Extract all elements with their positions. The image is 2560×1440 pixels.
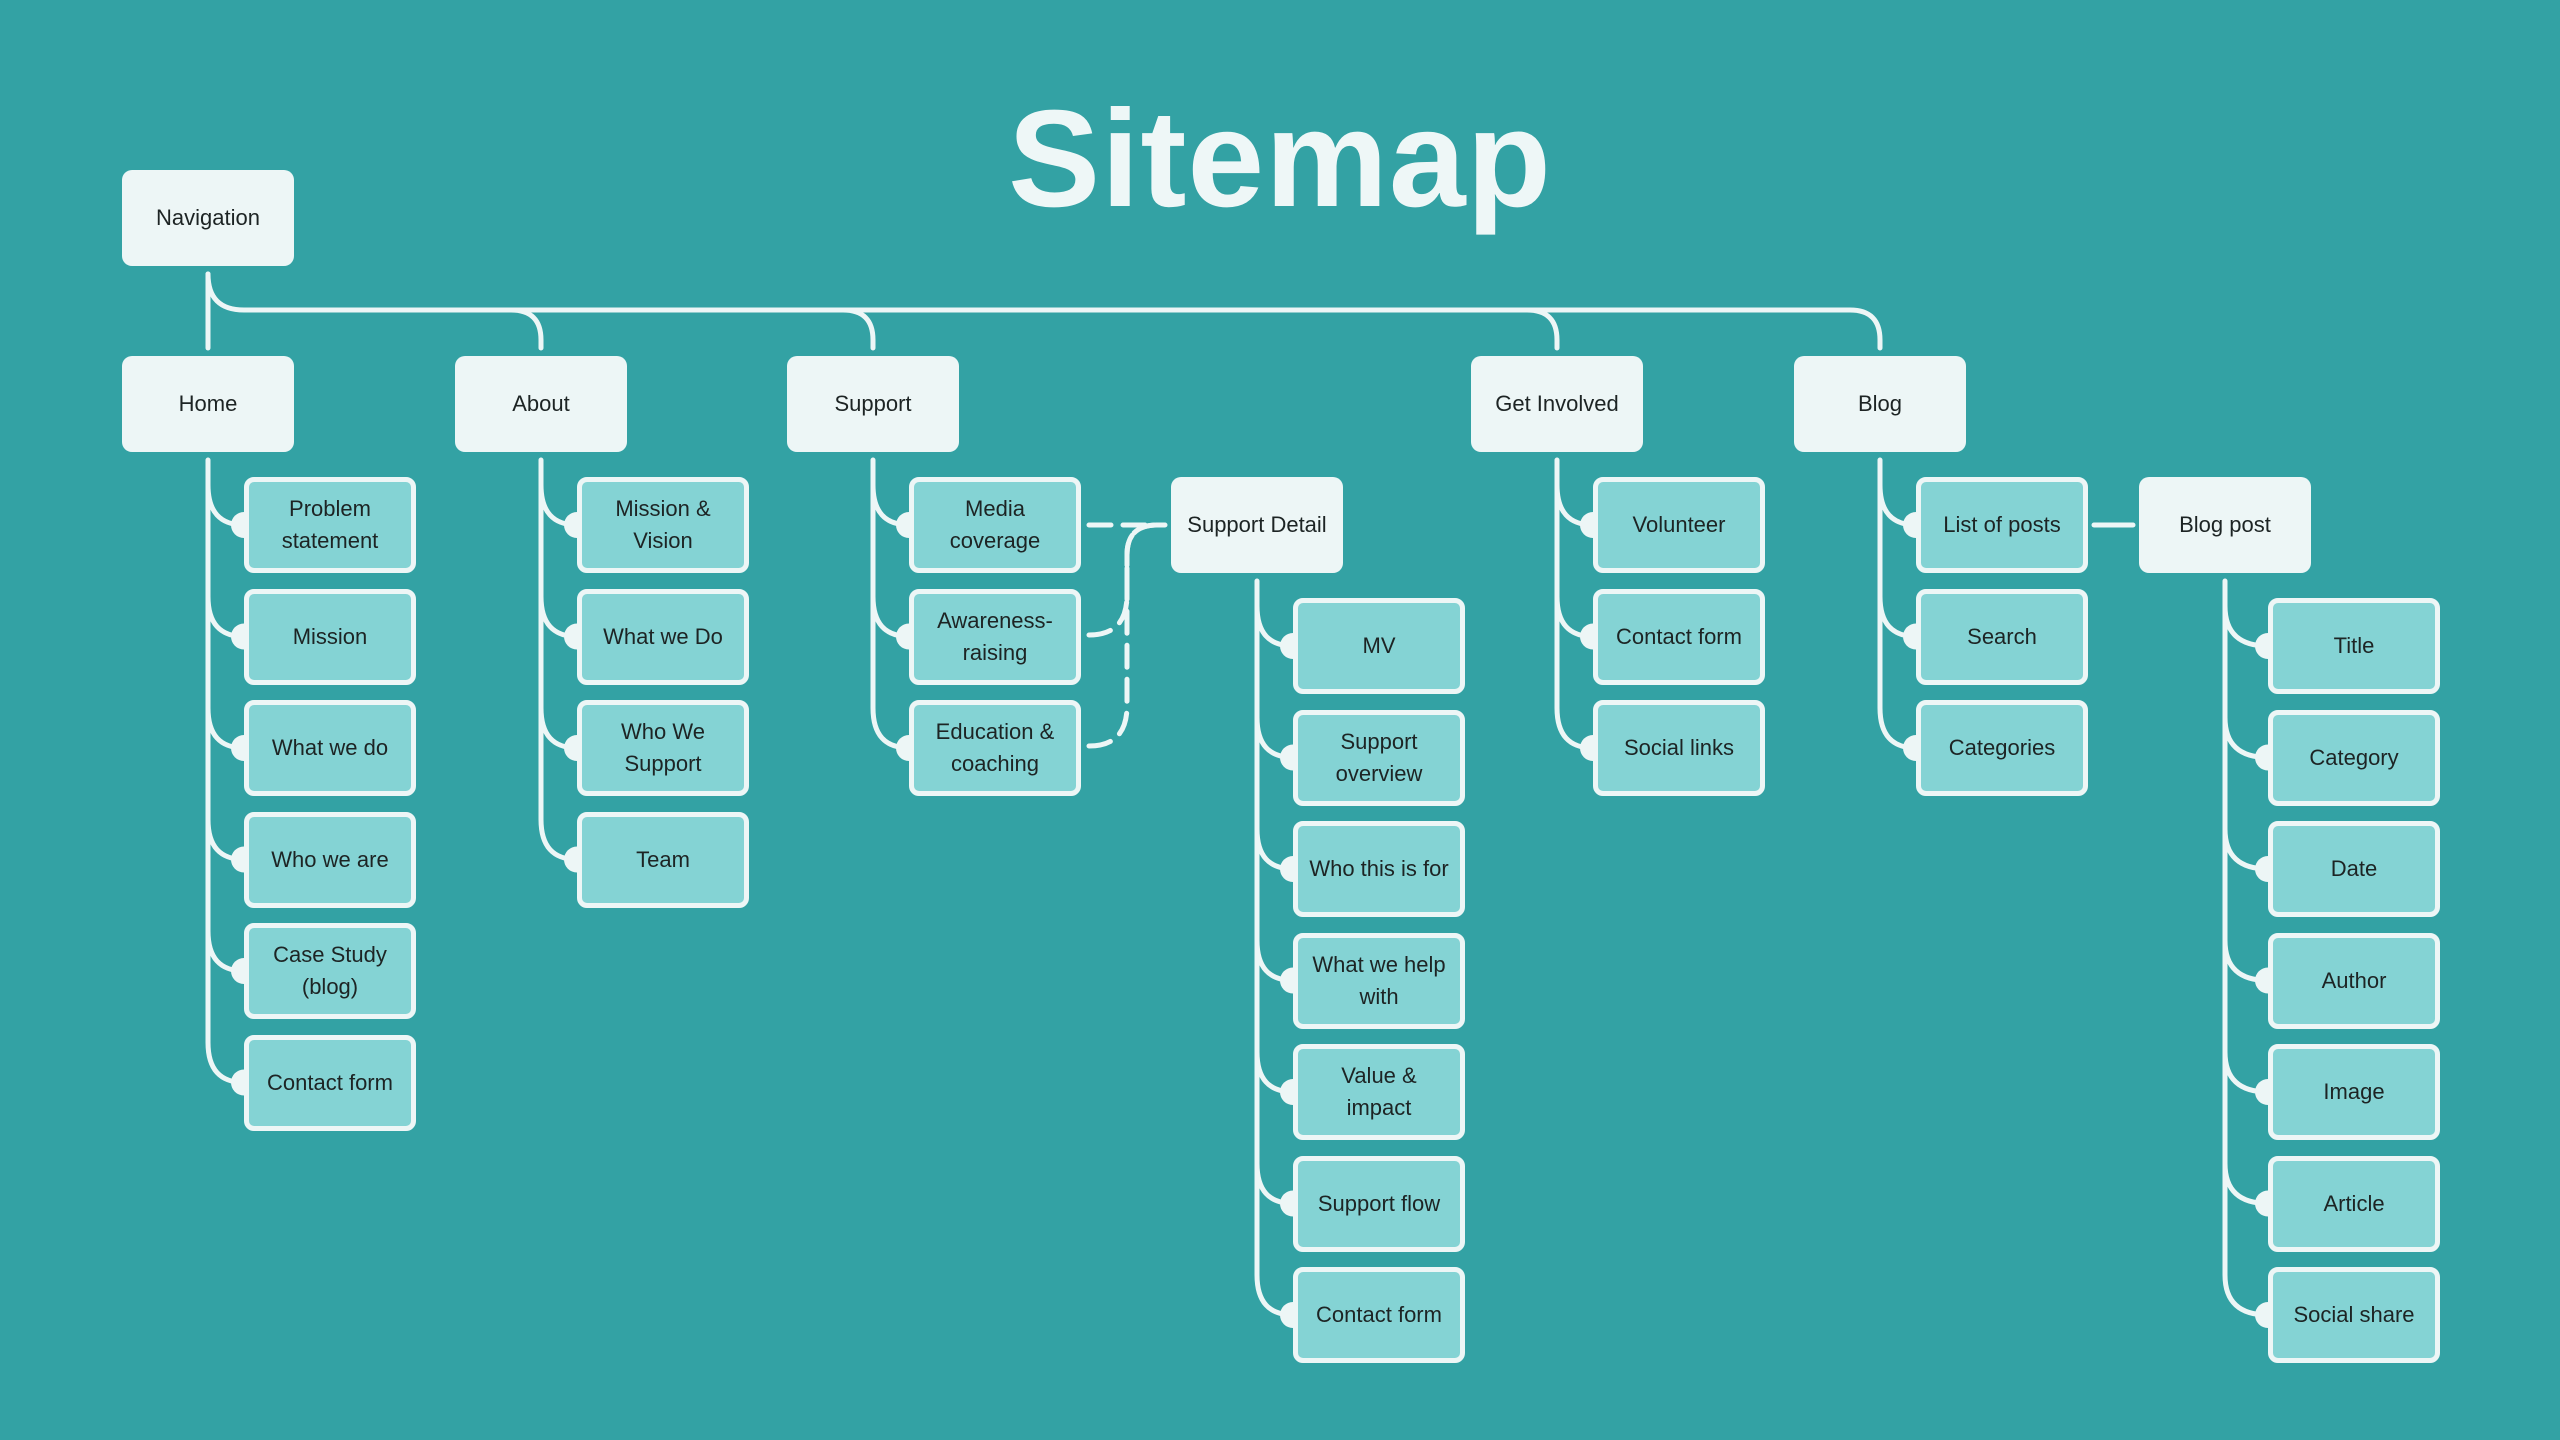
child-node-education-coaching[interactable]: Education & coaching xyxy=(909,700,1081,796)
node-label: Title xyxy=(2333,633,2375,658)
child-node-support-overview[interactable]: Support overview xyxy=(1293,709,1465,806)
child-node-who-we-support[interactable]: Who We Support xyxy=(577,700,749,796)
node-label: Date xyxy=(2330,856,2378,881)
child-node-what-we-help-with[interactable]: What we help with xyxy=(1293,932,1465,1029)
child-node-support-flow[interactable]: Support flow xyxy=(1293,1155,1465,1252)
child-node-category[interactable]: Category xyxy=(2268,709,2440,806)
nav-branch xyxy=(840,307,876,351)
child-node-search[interactable]: Search xyxy=(1916,588,2088,685)
child-node-list-of-posts[interactable]: List of posts xyxy=(1916,477,2088,573)
node-label: Home xyxy=(178,391,238,416)
child-node-mission-vision[interactable]: Mission & Vision xyxy=(577,477,749,573)
support-detail-node[interactable]: Support Detail xyxy=(1171,477,1343,573)
node-label: Author xyxy=(2321,967,2387,993)
dashed-link xyxy=(1086,522,1160,749)
tree-branch xyxy=(1877,457,1919,751)
node-label: Mission & Vision xyxy=(615,496,711,553)
node-label: MV xyxy=(1362,633,1396,658)
node-label: Volunteer xyxy=(1632,512,1726,537)
node-label: Navigation xyxy=(156,205,260,230)
node-label: Contact form xyxy=(267,1069,393,1095)
child-node-media-coverage[interactable]: Media coverage xyxy=(909,477,1081,573)
child-node-social-links[interactable]: Social links xyxy=(1593,700,1765,796)
node-label: Social share xyxy=(2293,1302,2415,1327)
node-label: About xyxy=(512,391,570,416)
node-label: Get Involved xyxy=(1495,391,1619,416)
child-node-categories[interactable]: Categories xyxy=(1916,700,2088,796)
child-node-mission[interactable]: Mission xyxy=(244,588,416,685)
child-node-mv[interactable]: MV xyxy=(1293,598,1465,694)
child-node-date[interactable]: Date xyxy=(2268,821,2440,917)
node-label: Who We Support xyxy=(621,719,705,776)
child-node-case-study-blog[interactable]: Case Study (blog) xyxy=(244,923,416,1019)
node-label: Mission xyxy=(292,623,368,649)
child-node-contact-form[interactable]: Contact form xyxy=(1293,1267,1465,1363)
node-label: Support Detail xyxy=(1187,512,1327,537)
node-label: Image xyxy=(2323,1079,2385,1104)
node-label: Support flow xyxy=(1317,1190,1441,1216)
node-label: Who we are xyxy=(271,846,389,872)
section-node-blog[interactable]: Blog xyxy=(1794,356,1966,452)
node-label: Value & impact xyxy=(1341,1063,1417,1120)
child-node-contact-form[interactable]: Contact form xyxy=(244,1034,416,1131)
tree-branch xyxy=(1554,457,1596,751)
tree-branch xyxy=(870,457,912,751)
node-label: List of posts xyxy=(1943,512,2061,537)
dashed-link xyxy=(1086,522,1160,638)
nav-branch xyxy=(508,307,544,351)
node-label: Media coverage xyxy=(949,496,1041,553)
section-node-about[interactable]: About xyxy=(455,356,627,452)
node-label: What we Do xyxy=(603,623,723,649)
child-node-image[interactable]: Image xyxy=(2268,1044,2440,1140)
node-label: Support xyxy=(834,391,912,416)
node-label: Categories xyxy=(1948,735,2056,760)
node-label: Blog xyxy=(1857,391,1903,416)
node-label: Category xyxy=(2309,744,2399,770)
node-label: Education & coaching xyxy=(935,719,1055,776)
section-node-get-involved[interactable]: Get Involved xyxy=(1471,356,1643,452)
section-node-home[interactable]: Home xyxy=(122,356,294,452)
child-node-social-share[interactable]: Social share xyxy=(2268,1267,2440,1363)
nav-bus xyxy=(205,271,1883,351)
child-node-author[interactable]: Author xyxy=(2268,932,2440,1029)
node-label: Contact form xyxy=(1616,623,1742,649)
nav-branch xyxy=(1524,307,1560,351)
node-label: Blog post xyxy=(2179,512,2271,537)
node-label: Problem statement xyxy=(281,496,379,553)
child-node-who-this-is-for[interactable]: Who this is for xyxy=(1293,821,1465,917)
node-label: Awareness-raising xyxy=(937,607,1053,665)
child-node-value-impact[interactable]: Value & impact xyxy=(1293,1044,1465,1140)
node-label: What we do xyxy=(271,735,389,760)
child-node-problem-statement[interactable]: Problem statement xyxy=(244,477,416,573)
page-title: Sitemap xyxy=(1008,82,1552,236)
node-label: Support overview xyxy=(1335,728,1423,786)
blog-post-node[interactable]: Blog post xyxy=(2139,477,2311,573)
tree-branch xyxy=(205,457,247,1085)
child-node-article[interactable]: Article xyxy=(2268,1155,2440,1252)
section-node-support[interactable]: Support xyxy=(787,356,959,452)
child-node-who-we-are[interactable]: Who we are xyxy=(244,811,416,908)
node-label: Social links xyxy=(1623,735,1735,760)
child-node-volunteer[interactable]: Volunteer xyxy=(1593,477,1765,573)
child-node-team[interactable]: Team xyxy=(577,811,749,908)
node-label: Case Study (blog) xyxy=(273,942,387,999)
child-node-awareness-raising[interactable]: Awareness-raising xyxy=(909,588,1081,685)
child-node-contact-form[interactable]: Contact form xyxy=(1593,588,1765,685)
navigation-node[interactable]: Navigation xyxy=(122,170,294,266)
node-label: Team xyxy=(636,846,690,872)
node-label: Contact form xyxy=(1316,1302,1442,1327)
child-node-title[interactable]: Title xyxy=(2268,598,2440,694)
node-label: What we help with xyxy=(1312,951,1446,1009)
node-label: Article xyxy=(2323,1190,2385,1216)
node-label: Who this is for xyxy=(1309,856,1449,881)
child-node-what-we-do[interactable]: What we Do xyxy=(577,588,749,685)
node-label: Search xyxy=(1967,623,2037,649)
child-node-what-we-do[interactable]: What we do xyxy=(244,700,416,796)
